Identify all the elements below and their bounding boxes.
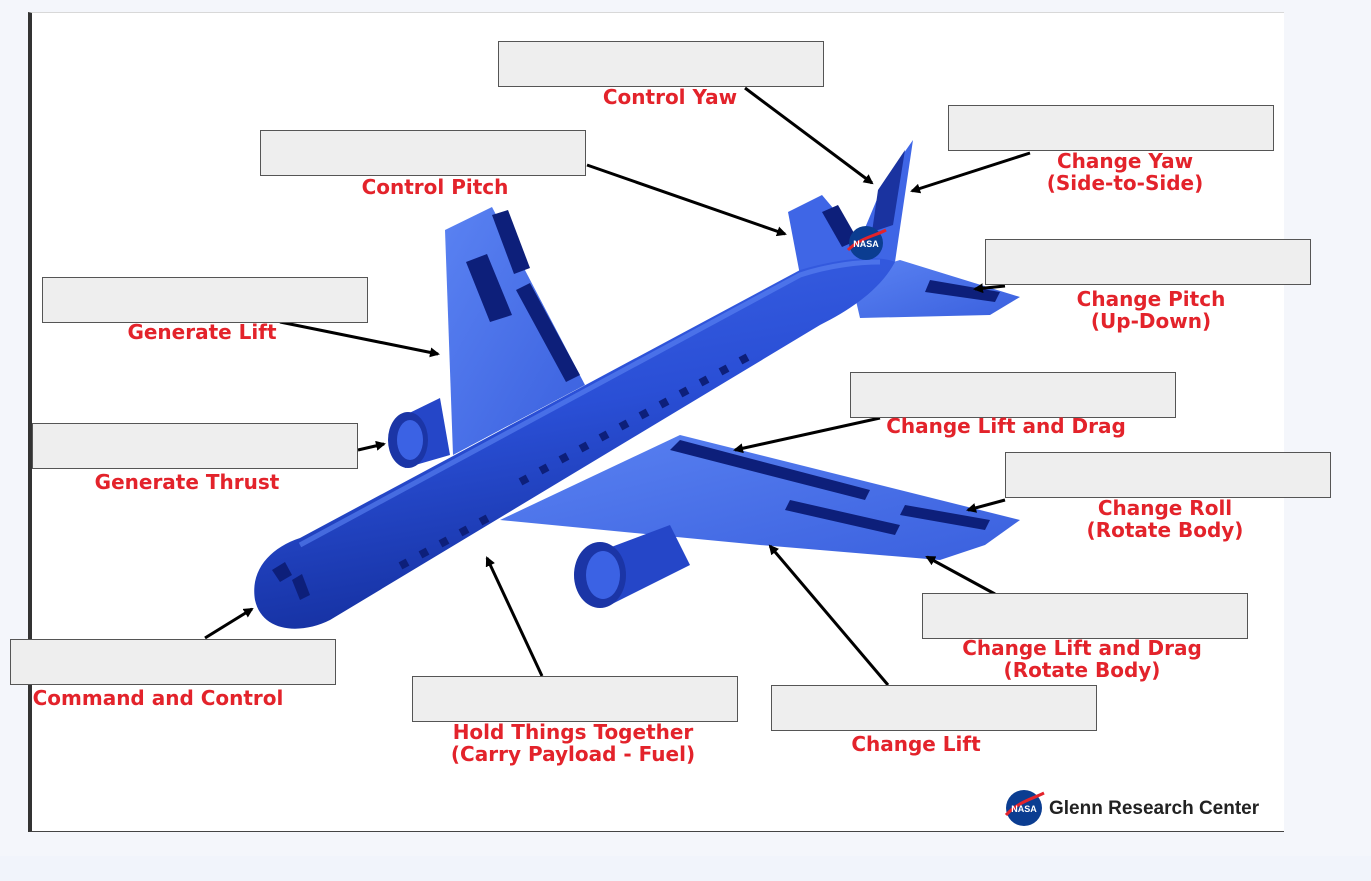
label-control-pitch: Control Pitch [320, 176, 550, 198]
arrow-change-roll [966, 498, 1006, 513]
answer-box-generate-lift[interactable] [42, 277, 368, 323]
label-change-lift-drag: Change Lift and Drag [876, 415, 1136, 437]
label-change-lift: Change Lift [816, 733, 1016, 755]
arrow-change-yaw [910, 151, 1031, 194]
label-subtext: (Side-to-Side) [1046, 171, 1204, 195]
arrow-control-pitch [586, 163, 787, 237]
bottom-strip [0, 856, 1371, 881]
arrow-generate-thrust [357, 440, 386, 452]
label-generate-thrust: Generate Thrust [72, 471, 302, 493]
arrow-change-lift-drag-rotate [925, 555, 996, 596]
arrow-change-pitch [973, 283, 1006, 294]
credit-nasa-logo: NASA [1004, 790, 1045, 826]
label-subtext: (Rotate Body) [1086, 518, 1244, 542]
credit-text: Glenn Research Center [1049, 798, 1260, 819]
arrow-change-lift-drag [733, 416, 881, 454]
answer-box-change-lift-drag[interactable] [850, 372, 1176, 418]
answer-box-command-control[interactable] [10, 639, 336, 685]
label-text: Control Pitch [361, 175, 509, 199]
arrow-control-yaw [744, 86, 874, 185]
label-change-roll: Change Roll (Rotate Body) [1060, 497, 1270, 541]
horizontal-tail [850, 260, 1020, 318]
answer-box-change-lift[interactable] [771, 685, 1097, 731]
vertical-tail [788, 140, 913, 275]
label-generate-lift: Generate Lift [92, 321, 312, 343]
answer-box-hold-together[interactable] [412, 676, 738, 722]
arrow-hold-together [485, 556, 544, 677]
label-text: Change Lift and Drag [962, 636, 1202, 660]
label-control-yaw: Control Yaw [560, 86, 780, 108]
label-text: Change Roll [1097, 496, 1233, 520]
label-text: Change Pitch [1076, 287, 1226, 311]
label-text: Change Yaw [1056, 149, 1194, 173]
label-change-lift-drag-rotate: Change Lift and Drag (Rotate Body) [952, 637, 1212, 681]
label-subtext: (Up-Down) [1090, 309, 1212, 333]
label-command-control: Command and Control [28, 687, 288, 709]
label-subtext: (Rotate Body) [1003, 658, 1161, 682]
tail-nasa-logo: NASA [846, 226, 887, 260]
left-engine [388, 398, 450, 468]
left-wing [445, 207, 585, 455]
answer-box-generate-thrust[interactable] [32, 423, 358, 469]
label-change-yaw: Change Yaw (Side-to-Side) [1010, 150, 1240, 194]
label-text: Generate Lift [127, 320, 277, 344]
tail-logo-text: NASA [853, 239, 879, 249]
answer-box-change-lift-drag-rotate[interactable] [922, 593, 1248, 639]
label-text: Command and Control [32, 686, 284, 710]
credit-logo-text: NASA [1011, 804, 1037, 814]
answer-box-change-pitch[interactable] [985, 239, 1311, 285]
pointer-arrows [204, 86, 1031, 686]
label-text: Generate Thrust [94, 470, 280, 494]
label-text: Hold Things Together [452, 720, 694, 744]
answer-box-change-roll[interactable] [1005, 452, 1331, 498]
answer-box-control-yaw[interactable] [498, 41, 824, 87]
answer-box-change-yaw[interactable] [948, 105, 1274, 151]
arrow-command-control [204, 607, 254, 640]
right-wing [500, 435, 1020, 560]
label-change-pitch: Change Pitch (Up-Down) [1036, 288, 1266, 332]
label-text: Change Lift [851, 732, 981, 756]
fuselage [254, 258, 896, 629]
label-subtext: (Carry Payload - Fuel) [450, 742, 696, 766]
label-text: Change Lift and Drag [886, 414, 1126, 438]
answer-box-control-pitch[interactable] [260, 130, 586, 176]
right-engine [574, 525, 690, 608]
arrow-generate-lift [279, 320, 440, 358]
fuselage-windows [398, 353, 750, 570]
label-text: Control Yaw [602, 85, 738, 109]
arrow-change-lift [768, 544, 890, 686]
label-hold-together: Hold Things Together (Carry Payload - Fu… [438, 721, 708, 765]
